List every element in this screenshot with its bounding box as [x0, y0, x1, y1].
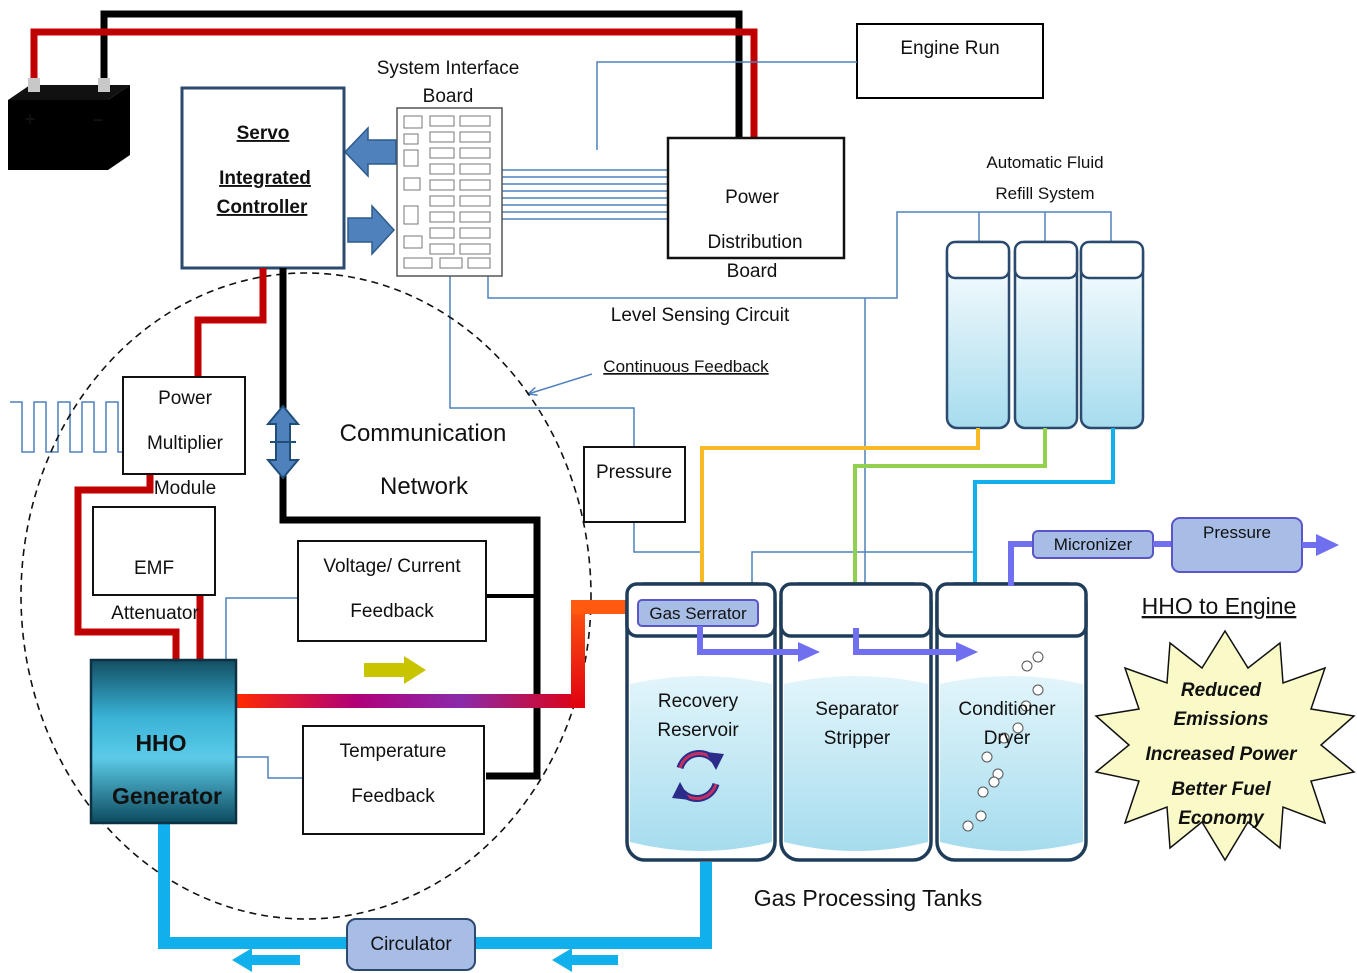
refill-system-label-2: Refill System [995, 184, 1094, 203]
conditioner-dryer-tank: Conditioner Dryer [935, 582, 1088, 862]
refill-vial [1079, 240, 1145, 430]
temperature-feedback: Temperature Feedback [302, 725, 485, 835]
gas-transfer-arrowhead [956, 642, 978, 662]
circulator: Circulator [346, 918, 476, 971]
gas-transfer-line [853, 628, 958, 655]
reservoir-label: Reservoir [657, 720, 739, 741]
temperature-feedback-label: Feedback [351, 786, 435, 807]
refill-system-label-1: Automatic Fluid [986, 153, 1103, 172]
board-to-controller-arrow [343, 126, 397, 178]
battery-icon: + – [8, 78, 130, 170]
gas-transfer-arrowhead [798, 642, 820, 662]
recovery-label: Recovery [658, 691, 739, 712]
output-pressure-label: Pressure [1203, 523, 1271, 542]
emf-label: EMF [134, 558, 174, 579]
stripper-label: Stripper [824, 728, 891, 749]
voltage-current-label: Voltage/ Current [323, 556, 461, 577]
benefit-reduced: Reduced [1181, 680, 1262, 701]
separator-stripper-tank: Separator Stripper [779, 582, 933, 862]
controller-to-multiplier-wire [194, 268, 267, 376]
bidirectional-comm-arrow [265, 404, 301, 480]
system-interface-board-label-2: Board [423, 86, 474, 107]
generator-label: Generator [112, 783, 222, 809]
interface-to-pdb-lines [502, 169, 668, 220]
refill-vials [945, 240, 1145, 430]
battery-plus-label: + [25, 109, 36, 129]
output-pressure-box: Pressure [1171, 517, 1303, 573]
benefit-economy: Economy [1178, 808, 1265, 829]
gas-bubbles [962, 651, 1044, 832]
gas-flow-arrow [364, 656, 426, 684]
controller-to-board-arrow [347, 204, 396, 256]
voltage-feedback-label: Feedback [350, 601, 434, 622]
gas-processing-tanks-label: Gas Processing Tanks [754, 885, 982, 911]
benefit-increased-power: Increased Power [1145, 744, 1298, 765]
recirculation-icon [672, 750, 724, 802]
dryer-label: Dryer [984, 728, 1031, 749]
separator-label: Separator [815, 699, 899, 720]
engine-run-box: Engine Run [856, 23, 1044, 99]
gas-transfer-line [697, 626, 800, 655]
benefit-better-fuel: Better Fuel [1171, 779, 1271, 800]
micronizer-label: Micronizer [1054, 535, 1133, 554]
power-distribution-board: Power Distribution Board [666, 136, 846, 282]
refill-line-yellow [700, 428, 980, 586]
power-multiplier-module: Power Multiplier Module [122, 376, 246, 499]
system-interface-board-label-1: System Interface [377, 58, 520, 79]
pdb-label-1: Power [725, 187, 780, 208]
power-multiplier-label-2: Multiplier [147, 433, 224, 454]
circulator-label: Circulator [370, 934, 452, 955]
hho-to-engine-label: HHO to Engine [1142, 593, 1297, 619]
communication-label: Communication [340, 420, 507, 447]
gas-output-line [1008, 541, 1033, 586]
integrated-label: Integrated [219, 168, 311, 189]
battery-wires [30, 10, 758, 138]
network-label: Network [380, 473, 469, 500]
multiplier-to-generator-wire [74, 474, 180, 660]
emf-attenuator: EMF Attenuator [92, 506, 216, 624]
coolant-flow-arrow [552, 948, 618, 972]
gas-serrator-label: Gas Serrator [649, 604, 747, 623]
power-multiplier-label-1: Power [158, 388, 213, 409]
pdb-label-2: Distribution [707, 232, 802, 253]
refill-vial [945, 240, 1011, 430]
engine-run-label: Engine Run [900, 38, 999, 59]
engine-run-signal-line [596, 61, 857, 150]
refill-line-green [853, 428, 1047, 586]
coolant-flow-arrow [232, 948, 300, 972]
square-wave-signal [10, 401, 124, 453]
temperature-label: Temperature [340, 741, 447, 762]
attenuator-label: Attenuator [111, 603, 199, 624]
system-interface-board [396, 107, 503, 277]
hho-label: HHO [135, 730, 186, 756]
communication-network-boundary [20, 272, 592, 920]
conditioner-label: Conditioner [958, 699, 1056, 720]
continuous-feedback-label: Continuous Feedback [603, 357, 769, 376]
refill-line-blue [973, 428, 1115, 586]
engine-feed-arrowhead [1316, 534, 1339, 556]
level-sensing-circuit-label: Level Sensing Circuit [611, 305, 790, 326]
gas-riser-pipe [571, 600, 585, 708]
pressure-sensor-label: Pressure [596, 462, 672, 483]
benefits-starburst: Reduced Emissions Increased Power Better… [1094, 629, 1356, 862]
gas-inlet-pipe [571, 600, 631, 614]
pressure-sensor: Pressure [583, 446, 686, 523]
hho-generator: HHO Generator [89, 658, 238, 825]
battery-minus-label: – [93, 109, 103, 129]
servo-integrated-controller: Servo Integrated Controller [180, 86, 346, 270]
gas-serrator: Gas Serrator [637, 599, 759, 627]
pdb-label-3: Board [727, 261, 778, 282]
power-multiplier-label-3: Module [154, 478, 216, 499]
refill-vial [1013, 240, 1079, 430]
benefit-emissions: Emissions [1173, 709, 1268, 730]
voltage-current-feedback: Voltage/ Current Feedback [297, 540, 487, 642]
controller-label: Controller [217, 197, 308, 218]
continuous-feedback-pointer [528, 373, 593, 394]
micronizer: Micronizer [1032, 530, 1154, 559]
servo-label: Servo [237, 123, 290, 144]
gas-output-pipe [236, 694, 582, 708]
